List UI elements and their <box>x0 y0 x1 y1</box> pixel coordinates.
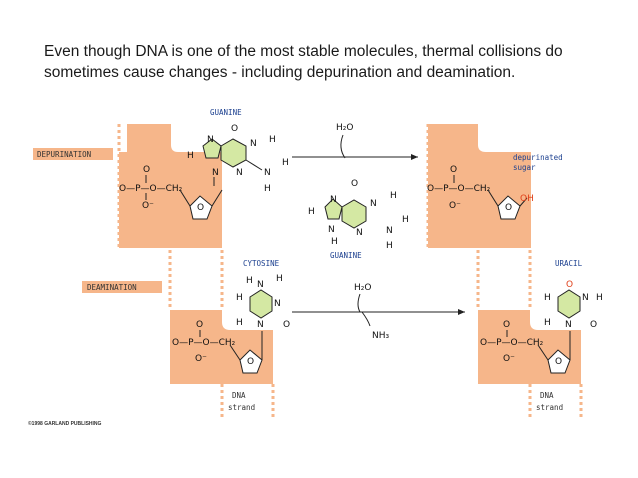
caption-line-1: Even though DNA is one of the most stabl… <box>44 43 563 60</box>
svg-text:O: O <box>247 357 254 367</box>
svg-text:H: H <box>544 318 551 328</box>
svg-text:N: N <box>212 168 219 178</box>
uracil: URACIL O H N H H N O <box>544 259 603 330</box>
svg-text:H: H <box>236 318 243 328</box>
svg-text:H: H <box>269 135 276 145</box>
svg-text:O: O <box>505 203 512 213</box>
svg-text:O: O <box>197 203 204 213</box>
svg-text:H: H <box>390 191 397 201</box>
svg-text:N: N <box>582 293 589 303</box>
svg-text:O: O <box>351 179 358 189</box>
svg-text:H: H <box>596 293 603 303</box>
right-strand-top <box>426 124 531 248</box>
svg-text:O⁻: O⁻ <box>142 201 154 211</box>
uracil-label: URACIL <box>555 259 583 268</box>
svg-text:N: N <box>257 320 264 330</box>
svg-text:O: O <box>590 320 597 330</box>
svg-text:O: O <box>555 357 562 367</box>
deamination-label-box <box>82 281 162 293</box>
uracil-oxygen: O <box>566 280 573 290</box>
svg-text:O⁻: O⁻ <box>449 201 461 211</box>
nucleotide-bottom-right: O O—P—O—CH₂ O⁻ O DNA strand <box>480 320 571 412</box>
svg-text:H: H <box>236 293 243 303</box>
svg-text:N: N <box>236 168 243 178</box>
cytosine: CYTOSINE H N H H N H N O <box>236 259 290 330</box>
caption: Even though DNA is one of the most stabl… <box>44 41 604 83</box>
caption-line-2: sometimes cause changes - including depu… <box>44 64 516 81</box>
water-bottom: H₂O <box>354 283 371 293</box>
depurination-label: DEPURINATION <box>37 150 91 159</box>
svg-text:N: N <box>565 320 572 330</box>
guanine-top-label: GUANINE <box>210 108 242 117</box>
svg-text:N: N <box>250 139 257 149</box>
nucleotide-top-left: O O—P—O—CH₂ O⁻ O <box>119 165 223 220</box>
svg-text:O⁻: O⁻ <box>195 354 207 364</box>
depurinated-label-1: depurinated <box>513 153 563 162</box>
guanine-released-label: GUANINE <box>330 251 362 260</box>
guanine-top: GUANINE N H N O N H N N H H <box>187 108 289 194</box>
dna-strand-left-2: strand <box>228 403 255 412</box>
svg-text:O: O <box>503 320 510 330</box>
svg-text:O: O <box>231 124 238 134</box>
water-top: H₂O <box>336 123 353 133</box>
deamination-reaction: H₂O NH₃ <box>292 283 465 341</box>
svg-text:H: H <box>331 237 338 247</box>
svg-text:H: H <box>282 158 289 168</box>
svg-text:H: H <box>246 276 253 286</box>
cytosine-label: CYTOSINE <box>243 259 280 268</box>
svg-text:H: H <box>544 293 551 303</box>
svg-text:N: N <box>274 299 281 309</box>
hydroxyl: OH <box>520 194 534 204</box>
deamination-label: DEAMINATION <box>87 283 137 292</box>
dna-strand-left-1: DNA <box>232 391 246 400</box>
svg-text:H: H <box>386 241 393 251</box>
svg-text:N: N <box>370 199 377 209</box>
svg-text:H: H <box>276 274 283 284</box>
right-strand-bottom <box>476 250 583 418</box>
svg-text:O: O <box>143 165 150 175</box>
svg-text:H: H <box>402 215 409 225</box>
nucleotide-bottom-left: O O—P—O—CH₂ O⁻ O DNA strand <box>172 320 263 412</box>
guanine-released: N H N H O N H N N H H GUANINE <box>308 179 409 260</box>
svg-text:H: H <box>264 184 271 194</box>
svg-text:O—P—O—CH₂: O—P—O—CH₂ <box>480 338 544 348</box>
left-strand-bottom <box>168 250 275 418</box>
svg-text:N: N <box>386 226 393 236</box>
dna-strand-right-2: strand <box>536 403 563 412</box>
svg-text:O: O <box>450 165 457 175</box>
svg-text:O⁻: O⁻ <box>503 354 515 364</box>
svg-text:O—P—O—CH₂: O—P—O—CH₂ <box>427 184 491 194</box>
copyright: ©1998 GARLAND PUBLISHING <box>28 420 102 427</box>
svg-text:N: N <box>264 168 271 178</box>
ammonia: NH₃ <box>372 331 390 341</box>
depurination-label-box <box>33 148 113 160</box>
nucleotide-top-right: O O—P—O—CH₂ O⁻ O OH depurinated sugar <box>427 153 563 220</box>
depurinated-label-2: sugar <box>513 163 536 172</box>
svg-text:N: N <box>328 225 335 235</box>
svg-text:N: N <box>257 280 264 290</box>
svg-text:O: O <box>283 320 290 330</box>
svg-text:O: O <box>196 320 203 330</box>
svg-text:H: H <box>187 151 194 161</box>
svg-text:H: H <box>308 207 315 217</box>
dna-strand-right-1: DNA <box>540 391 554 400</box>
depurination-reaction: H₂O <box>292 123 418 160</box>
svg-text:N: N <box>330 195 337 205</box>
svg-text:N: N <box>356 228 363 238</box>
svg-text:N: N <box>207 135 214 145</box>
phosphate-chain: O—P—O—CH₂ <box>119 184 183 194</box>
svg-text:O—P—O—CH₂: O—P—O—CH₂ <box>172 338 236 348</box>
